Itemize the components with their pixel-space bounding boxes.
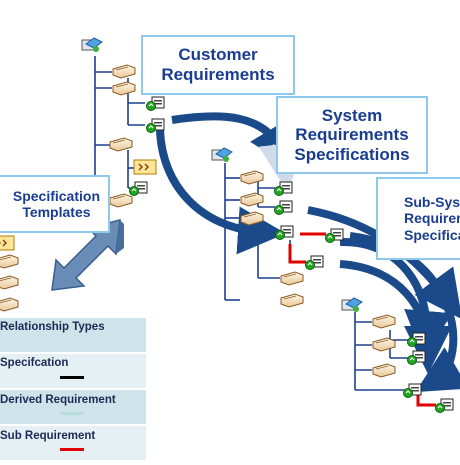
requirement-node-icon xyxy=(305,255,324,270)
document-folder-icon xyxy=(109,193,133,208)
template-icon xyxy=(0,235,15,251)
requirement-node-icon xyxy=(146,118,165,133)
customer-label-line-1: Customer xyxy=(178,45,258,65)
subsystem-label-line-1: Sub-Sys xyxy=(404,194,460,211)
specification-templates-label: Specification Templates xyxy=(0,175,110,233)
document-folder-icon xyxy=(112,81,136,96)
arrow-system-to-sub-3 xyxy=(339,260,452,374)
legend-item-label: Sub Requirement xyxy=(0,430,96,442)
templates-label-line-1: Specification xyxy=(12,187,100,204)
document-folder-icon xyxy=(0,254,19,269)
document-folder-icon xyxy=(280,293,304,308)
legend-item-derived: Derived Requirement xyxy=(0,390,146,424)
system-label-line-3: Specifications xyxy=(294,144,410,164)
arrow-customer-to-system xyxy=(171,112,296,171)
system-requirements-label: System Requirements Specifications xyxy=(276,96,428,174)
legend-title: Relationship Types xyxy=(0,318,146,352)
document-folder-icon xyxy=(240,211,264,226)
document-folder-icon xyxy=(0,275,19,290)
system-label-line-2: Requirements xyxy=(295,125,409,145)
customer-requirements-label: Customer Requirements xyxy=(141,35,295,95)
legend-item-sub: Sub Requirement xyxy=(0,426,146,460)
document-folder-icon xyxy=(372,337,396,352)
legend-line-derived xyxy=(60,412,84,415)
document-folder-icon xyxy=(112,64,136,79)
document-folder-icon xyxy=(109,137,133,152)
templates-label-line-2: Templates xyxy=(22,204,91,220)
legend-title-text: Relationship Types xyxy=(0,321,105,333)
legend-item-label: Derived Requirement xyxy=(0,394,116,406)
subsystem-label-line-3: Specifica xyxy=(404,226,460,243)
document-folder-icon xyxy=(240,192,264,207)
document-folder-icon xyxy=(372,363,396,378)
document-folder-icon xyxy=(280,271,304,286)
document-folder-icon xyxy=(240,170,264,185)
requirement-node-icon xyxy=(435,398,454,413)
templates-double-arrow xyxy=(51,219,124,291)
legend-line-specification xyxy=(60,376,84,379)
legend-item-specification: Specifcation xyxy=(0,354,146,388)
sub-requirement-link xyxy=(416,392,436,407)
arrow-customer-to-system-2 xyxy=(156,129,286,255)
legend-item-label: Specifcation xyxy=(0,357,69,369)
sub-requirement-link xyxy=(288,244,306,264)
requirement-node-icon xyxy=(274,200,293,215)
system-label-line-1: System xyxy=(321,105,383,125)
templates-tree xyxy=(0,242,6,306)
customer-label-line-2: Requirements xyxy=(161,65,275,84)
spec-root-icon xyxy=(81,37,103,52)
requirement-node-icon xyxy=(274,181,293,196)
requirement-node-icon xyxy=(407,350,426,365)
document-folder-icon xyxy=(0,297,19,312)
spec-root-icon xyxy=(341,297,363,312)
requirement-node-icon xyxy=(275,225,294,240)
requirement-node-icon xyxy=(407,332,426,347)
requirement-node-icon xyxy=(146,96,165,111)
document-folder-icon xyxy=(372,314,396,329)
subsystem-label-line-2: Requirem xyxy=(404,210,460,227)
relationship-types-legend: Relationship Types Specifcation Derived … xyxy=(0,318,146,460)
requirement-node-icon xyxy=(129,181,148,196)
spec-root-icon xyxy=(211,147,233,162)
subsystem-requirements-label: Sub-Sys Requirem Specifica xyxy=(376,177,460,260)
requirement-node-icon xyxy=(403,383,422,398)
legend-line-sub xyxy=(60,448,84,451)
template-icon xyxy=(133,159,157,175)
requirement-node-icon xyxy=(325,228,344,243)
